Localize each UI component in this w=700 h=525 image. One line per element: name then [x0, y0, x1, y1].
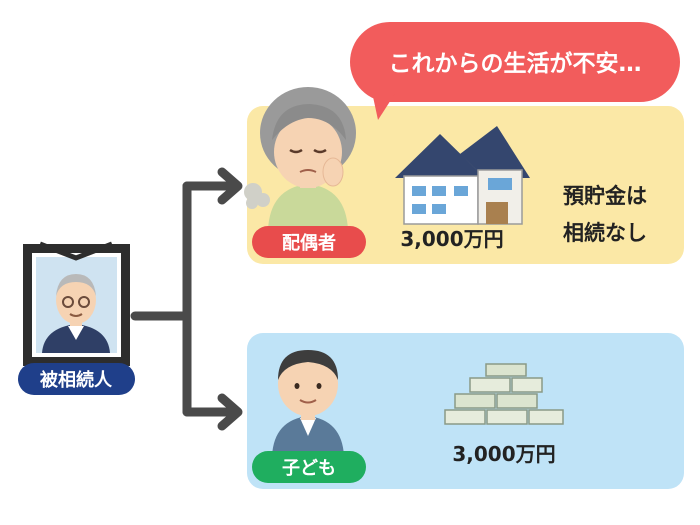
child-label: 子ども — [282, 458, 336, 479]
child-badge: 子ども — [252, 451, 366, 483]
deceased-badge: 被相続人 — [18, 363, 135, 395]
spouse-savings-line1: 預貯金は — [563, 184, 647, 208]
branch-arrow — [130, 167, 243, 431]
speech-bubble-text: これからの生活が不安… — [389, 50, 642, 77]
deceased-portrait-icon — [23, 241, 130, 366]
child-cash-value: 3,000万円 — [452, 442, 555, 466]
spouse-savings-line2: 相続なし — [563, 221, 647, 245]
spouse-label: 配偶者 — [282, 232, 336, 254]
house-icon — [395, 126, 530, 225]
spouse-badge: 配偶者 — [252, 226, 366, 258]
money-stack-icon — [444, 363, 564, 425]
speech-bubble: これからの生活が不安… — [350, 22, 680, 120]
spouse-avatar-icon — [244, 87, 356, 230]
spouse-house-value: 3,000万円 — [400, 227, 503, 251]
deceased-label: 被相続人 — [40, 369, 113, 391]
child-avatar-icon — [272, 350, 344, 456]
